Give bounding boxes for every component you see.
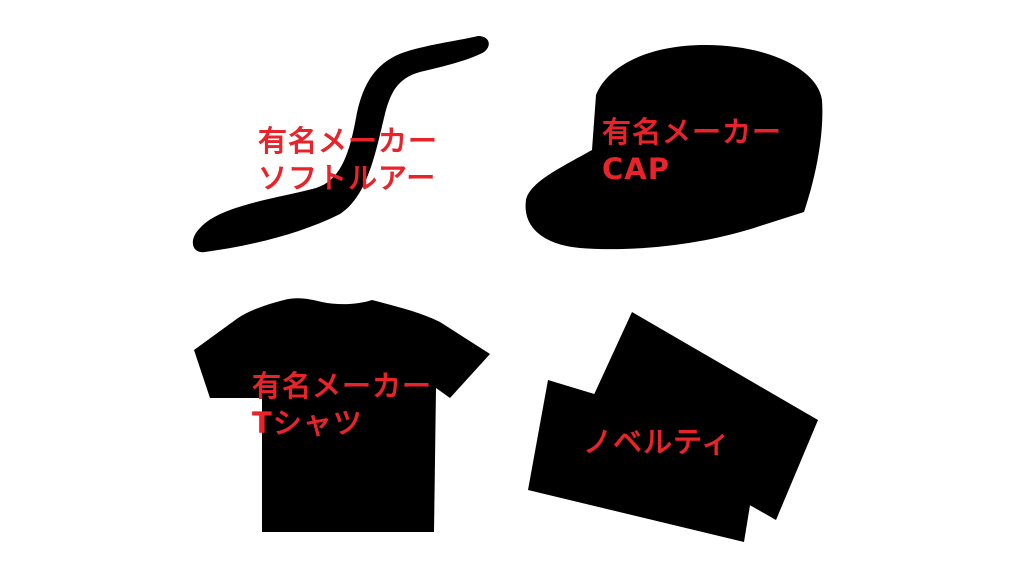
tshirt-caption-line-2: Tシャツ — [252, 406, 363, 440]
novelty-caption: ノベルティ — [583, 424, 731, 461]
cap-caption-line-1: 有名メーカー — [602, 115, 783, 149]
soft-lure-caption-line-1: 有名メーカー — [258, 124, 439, 158]
tshirt-caption-line-1: 有名メーカー — [252, 369, 433, 403]
novelty-caption-line-1: ノベルティ — [583, 425, 732, 459]
cap-silhouette — [525, 45, 823, 250]
soft-lure-silhouette — [192, 36, 489, 253]
soft-lure-caption: 有名メーカー ソフトルアー — [258, 123, 438, 197]
tshirt-caption: 有名メーカー Tシャツ — [252, 368, 432, 442]
soft-lure-caption-line-2: ソフトルアー — [258, 161, 437, 195]
cap-caption: 有名メーカー CAP — [602, 114, 782, 188]
novelty-silhouette — [528, 312, 818, 542]
cap-caption-line-2: CAP — [602, 152, 670, 186]
tshirt-silhouette — [194, 298, 490, 532]
